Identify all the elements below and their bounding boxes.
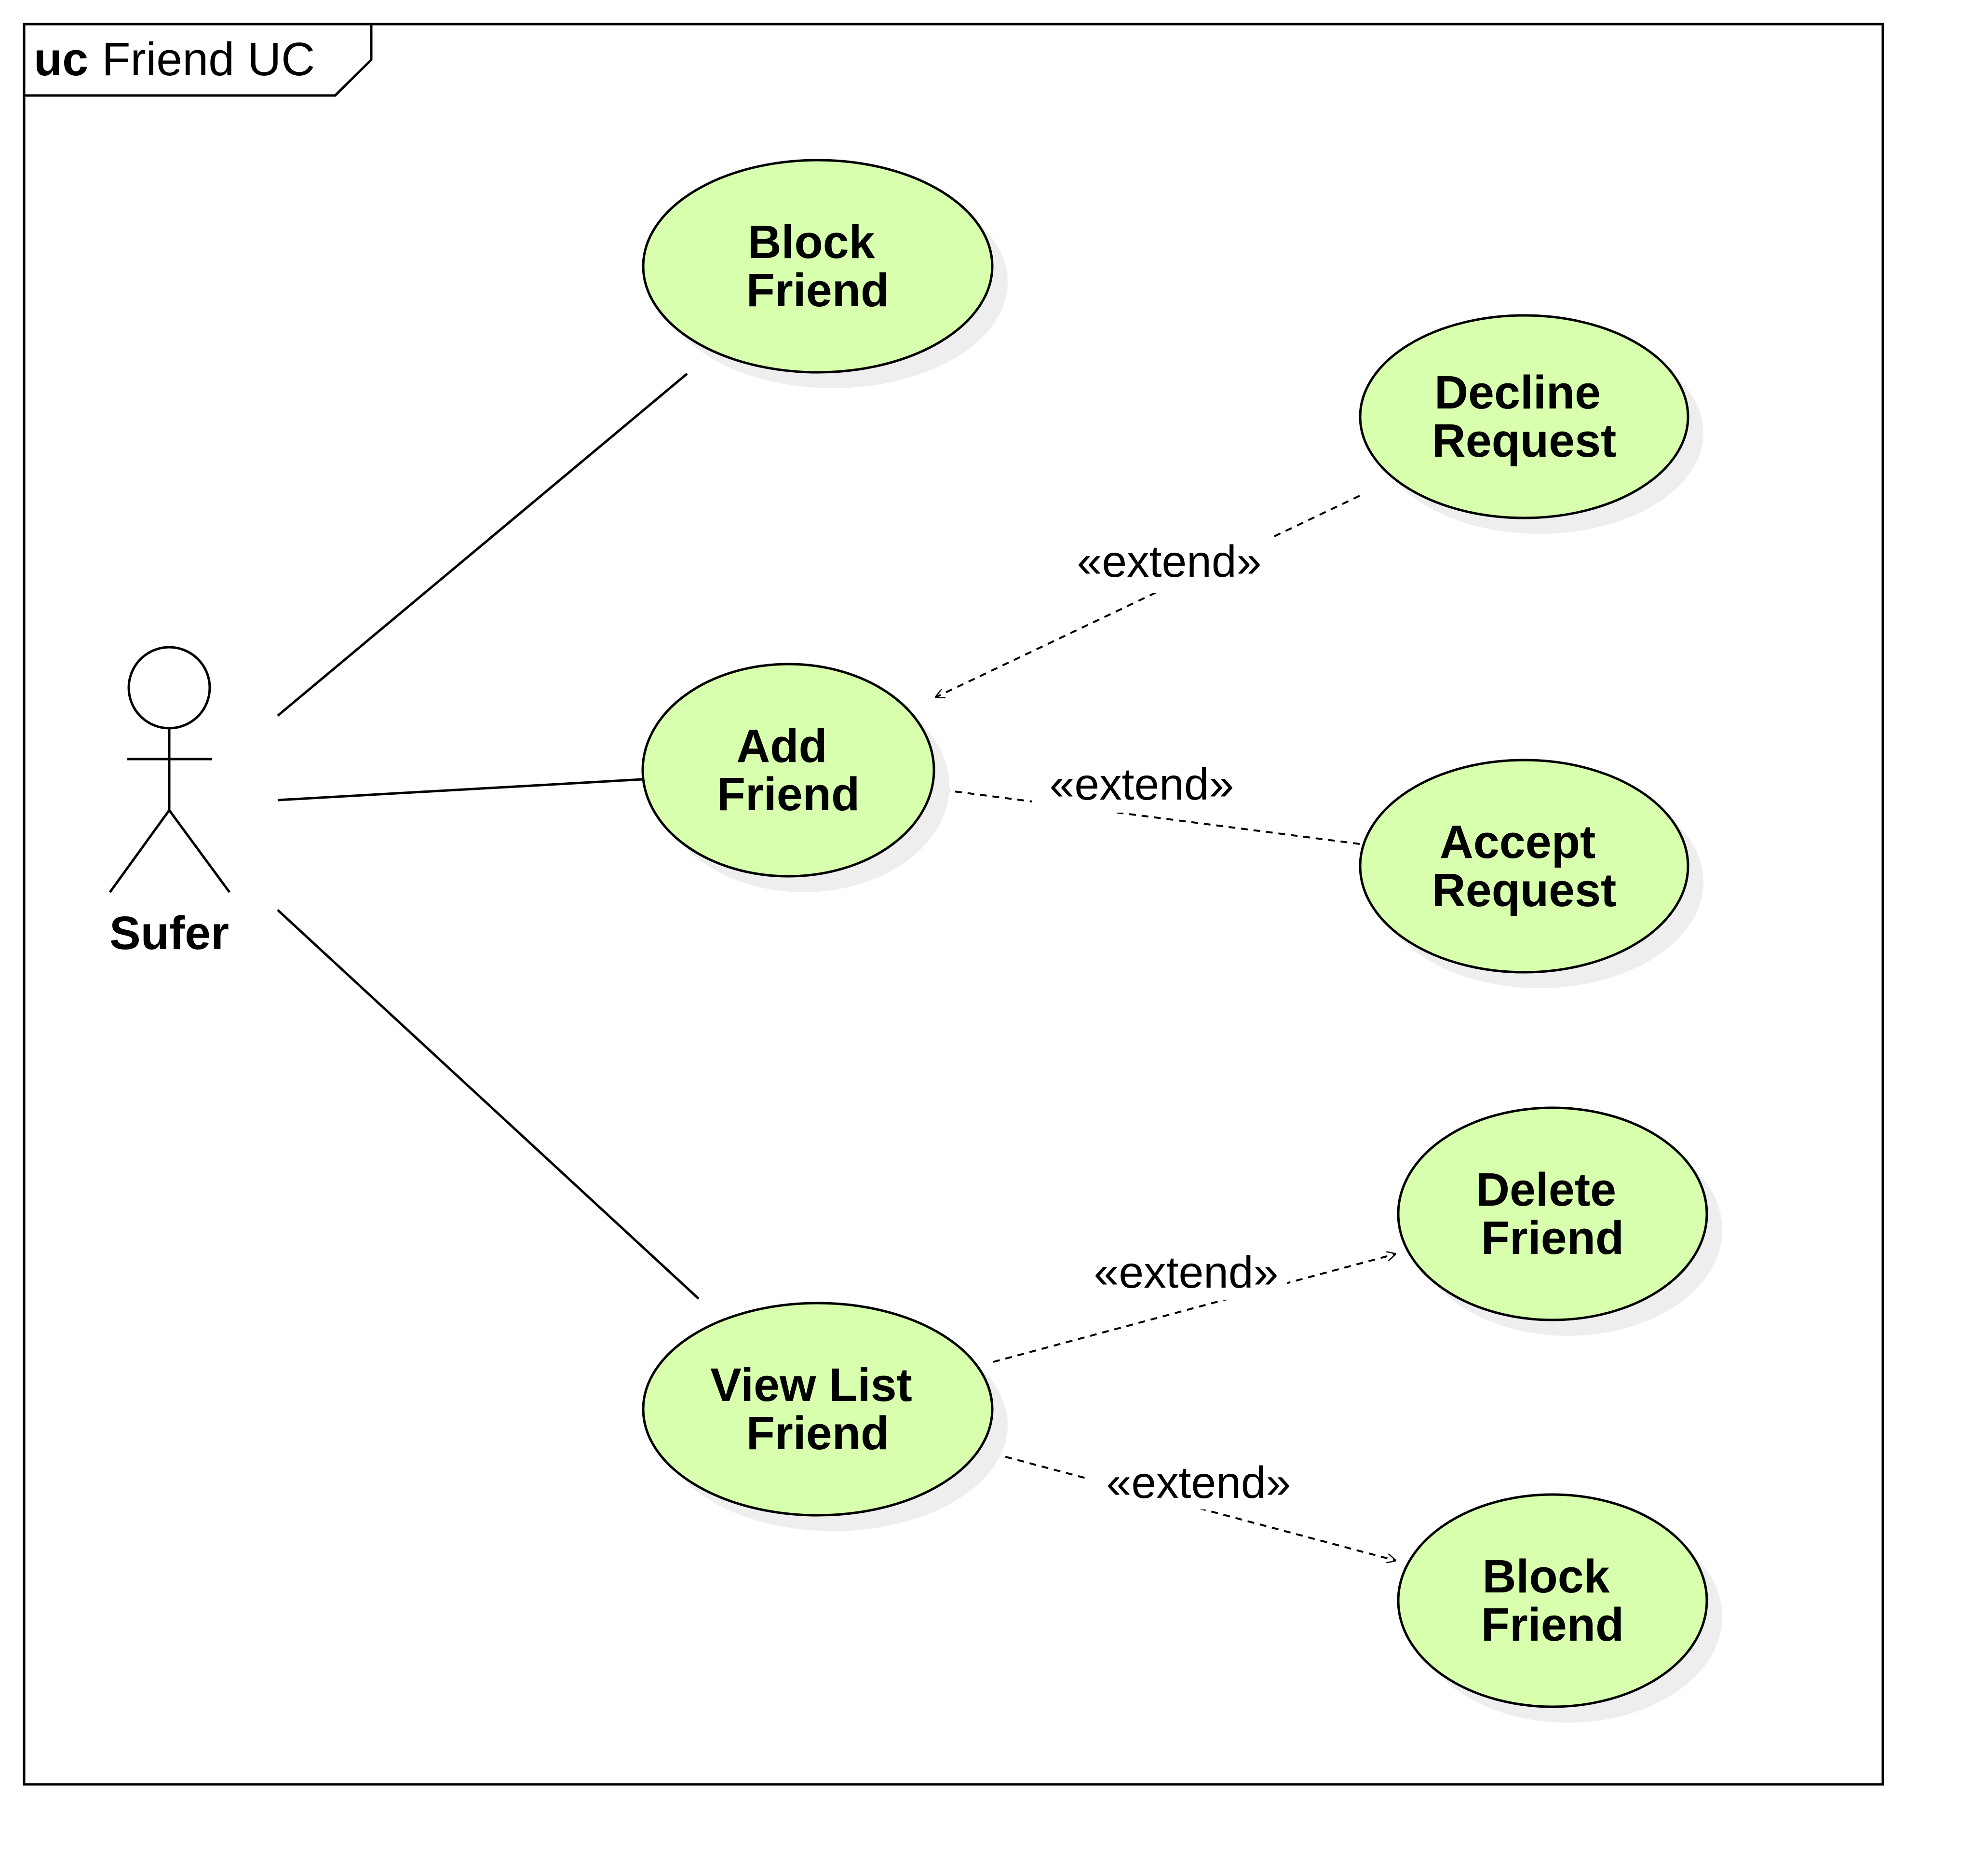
use-case-label: Block <box>747 216 875 268</box>
use-case-delete-friend[interactable]: Delete Friend <box>1397 1106 1722 1336</box>
use-case-label: View List <box>710 1359 912 1411</box>
use-case-block-friend-top[interactable]: Block Friend <box>642 159 1008 388</box>
use-case-decline-request[interactable]: Decline Request <box>1359 314 1703 534</box>
use-case-label: Decline <box>1434 366 1601 419</box>
extend-label-accept: «extend» <box>1050 759 1234 809</box>
use-case-label: Friend <box>717 768 860 820</box>
actor-right-leg <box>168 809 231 893</box>
actor-sufer[interactable] <box>108 646 231 893</box>
frame-title: Friend UC <box>102 33 315 85</box>
svg-text:View List Friend: View List Friend <box>710 1359 925 1459</box>
actor-name: Sufer <box>109 907 229 959</box>
svg-text:Add Friend: Add Friend <box>717 720 860 820</box>
association-view-list-friend[interactable] <box>277 909 700 1300</box>
use-case-block-friend-bottom[interactable]: Block Friend <box>1397 1493 1722 1723</box>
svg-text:Accept Request: Accept Request <box>1432 816 1617 916</box>
use-case-label: Friend <box>746 1407 889 1459</box>
extend-label-block: «extend» <box>1107 1457 1291 1508</box>
extend-relations <box>935 495 1396 1561</box>
use-case-label: Friend <box>1481 1598 1624 1651</box>
svg-text:Block Friend: Block Friend <box>1481 1550 1624 1651</box>
extend-arrow-decline[interactable] <box>935 495 1360 697</box>
use-case-add-friend[interactable]: Add Friend <box>641 663 949 892</box>
extend-label-delete: «extend» <box>1094 1247 1279 1297</box>
use-case-accept-request[interactable]: Accept Request <box>1359 759 1703 988</box>
extend-labels: «extend» «extend» «extend» «extend» <box>1032 535 1302 1509</box>
association-block-friend[interactable] <box>277 373 688 717</box>
association-add-friend[interactable] <box>277 778 643 802</box>
actor-head <box>127 646 211 730</box>
use-case-view-list-friend[interactable]: View List Friend <box>642 1302 1008 1531</box>
frame-keyword: uc <box>34 33 88 85</box>
use-case-label: Accept <box>1440 816 1595 868</box>
actor-left-leg <box>108 809 171 893</box>
use-case-label: Delete <box>1476 1163 1616 1216</box>
svg-text:Delete Friend: Delete Friend <box>1476 1163 1629 1264</box>
diagram-frame: uc Friend UC <box>23 23 1884 1786</box>
use-case-label: Friend <box>746 264 889 316</box>
associations <box>277 373 700 1300</box>
use-case-label: Request <box>1432 414 1617 467</box>
svg-text:uc Friend UC: uc Friend UC <box>34 33 315 85</box>
extend-label-decline: «extend» <box>1077 536 1262 586</box>
use-case-label: Block <box>1482 1550 1610 1603</box>
svg-text:Block Friend: Block Friend <box>746 216 889 316</box>
svg-text:Decline Request: Decline Request <box>1432 366 1617 467</box>
use-case-label: Friend <box>1481 1211 1624 1264</box>
use-case-label: Add <box>736 720 827 772</box>
extend-arrow-accept[interactable] <box>935 789 1360 845</box>
use-case-label: Request <box>1432 864 1617 916</box>
